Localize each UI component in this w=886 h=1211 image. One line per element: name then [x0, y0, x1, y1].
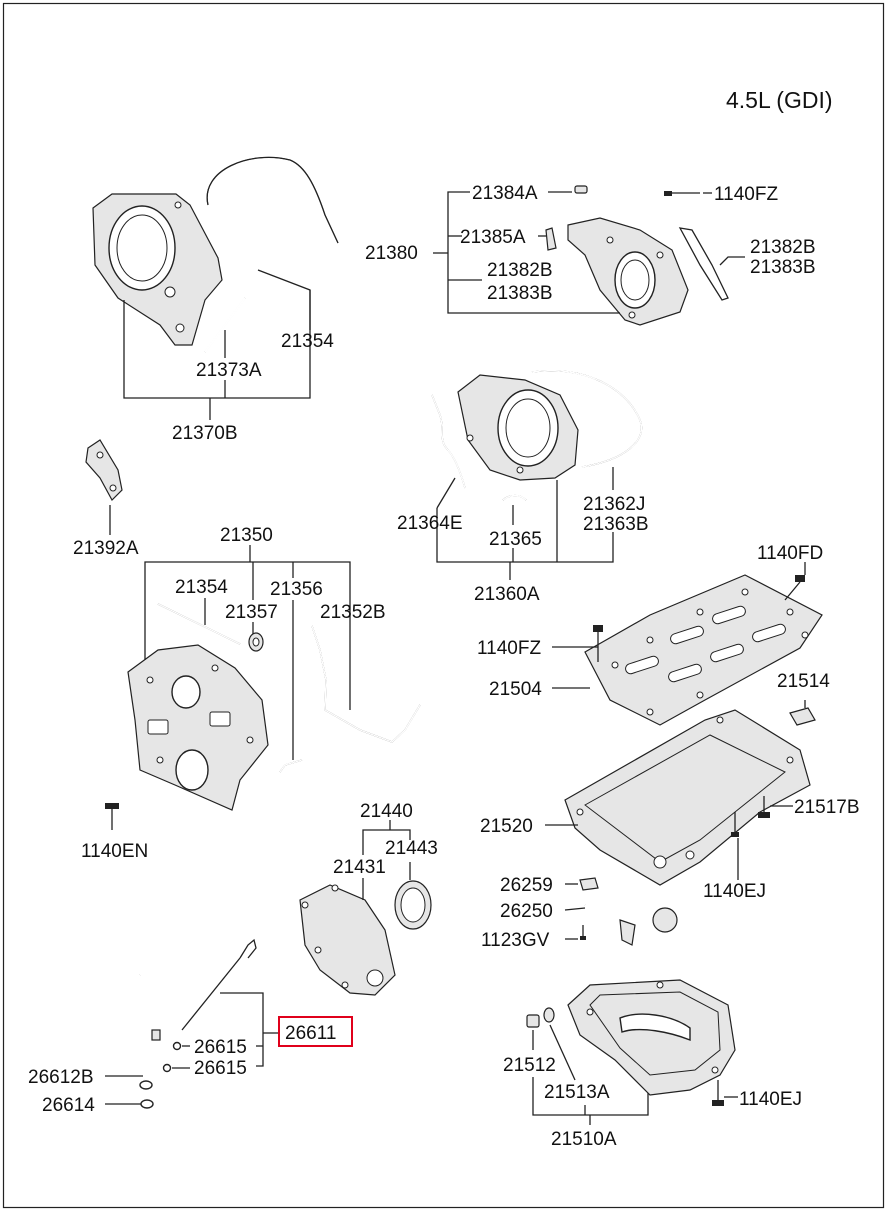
bracket-21392A — [85, 439, 123, 535]
timing-cover-21350 — [127, 644, 269, 811]
bolt-1140EN — [105, 803, 119, 830]
bolt-1140FZ-top — [664, 191, 700, 196]
label-1140FD: 1140FD — [757, 543, 823, 564]
label-21354: 21354 — [175, 577, 228, 598]
pickup-tube-26250 — [584, 903, 678, 946]
leader-lines-21440 — [362, 820, 411, 900]
label-21365: 21365 — [489, 529, 542, 550]
leader-lines-21360A — [436, 467, 614, 580]
label-26614: 26614 — [42, 1095, 95, 1116]
highlight-box-26611[interactable] — [278, 1016, 353, 1047]
label-21354: 21354 — [281, 331, 334, 352]
label-21512: 21512 — [503, 1055, 556, 1076]
tensioner-pin-21384A — [574, 185, 588, 194]
label-21373A: 21373A — [196, 360, 262, 381]
label-26259: 26259 — [500, 875, 553, 896]
rear-cover-21431 — [299, 884, 396, 996]
label-21350: 21350 — [220, 525, 273, 546]
drain-plug-21512 — [526, 1014, 540, 1028]
label-21383B: 21383B — [750, 257, 816, 278]
leader-lines-21350 — [144, 545, 351, 760]
bolt-1140FD — [784, 575, 805, 601]
label-26611[interactable]: 26611 — [285, 1023, 336, 1044]
bracket-21514 — [789, 707, 816, 726]
label-26250: 26250 — [500, 901, 553, 922]
bolt-1140EJ-upper — [731, 812, 739, 837]
baffle-21504 — [584, 574, 823, 726]
label-21392A: 21392A — [73, 538, 139, 559]
label-1140EN: 1140EN — [81, 841, 148, 862]
engine-title: 4.5L (GDI) — [726, 87, 833, 113]
label-21520: 21520 — [480, 816, 533, 837]
gasket-21362J — [531, 369, 643, 468]
gasket-strip-21373A — [204, 297, 246, 353]
label-21440: 21440 — [360, 801, 413, 822]
guide-21382B — [678, 227, 729, 301]
leader-lines-21510A — [532, 1024, 738, 1125]
label-21510A: 21510A — [551, 1129, 617, 1150]
timing-cover-upper-left — [92, 193, 223, 346]
label-21352B: 21352B — [320, 602, 386, 623]
label-21382B: 21382B — [750, 237, 816, 258]
guide-tube-26612B — [122, 973, 161, 1090]
cover-21380 — [567, 217, 689, 326]
gasket-strip-21354 — [206, 156, 339, 244]
label-1123GV: 1123GV — [481, 930, 550, 951]
oring-26614 — [140, 1099, 154, 1109]
label-26612B: 26612B — [28, 1067, 94, 1088]
label-1140FZ: 1140FZ — [477, 638, 541, 659]
bolt-1123GV — [580, 925, 586, 940]
cover-21360A — [457, 374, 579, 481]
leader-lines-21380 — [433, 191, 745, 314]
bolt-21517B — [758, 796, 770, 818]
gasket-21352B — [311, 625, 421, 743]
label-21357: 21357 — [225, 602, 278, 623]
label-1140FZ: 1140FZ — [714, 184, 778, 205]
label-21380: 21380 — [365, 243, 418, 264]
leader-lines-26611 — [105, 992, 278, 1105]
bolt-1140EJ-lower — [712, 1080, 724, 1106]
leader-lines-26250 — [564, 883, 586, 940]
seal-21443 — [394, 880, 432, 930]
label-21383B: 21383B — [487, 283, 553, 304]
label-21514: 21514 — [777, 671, 830, 692]
label-21356: 21356 — [270, 579, 323, 600]
oring-26615 — [162, 1041, 182, 1073]
washer-21357 — [248, 632, 264, 652]
label-26615: 26615 — [194, 1037, 247, 1058]
label-21364E: 21364E — [397, 513, 463, 534]
label-26615: 26615 — [194, 1058, 247, 1079]
hose-21356 — [279, 759, 303, 773]
dipstick-26611 — [181, 938, 257, 1031]
gasket-26259 — [579, 877, 599, 891]
label-21385A: 21385A — [460, 227, 526, 248]
label-21370B: 21370B — [172, 423, 238, 444]
label-1140EJ: 1140EJ — [739, 1089, 802, 1110]
leader-lines-21370B — [123, 269, 311, 420]
label-21443: 21443 — [385, 838, 438, 859]
gasket-21513A — [543, 1007, 555, 1023]
label-21431: 21431 — [333, 857, 386, 878]
leader-lines-oilpan-upper — [545, 562, 806, 880]
label-1140EJ: 1140EJ — [703, 881, 766, 902]
strip-21354-lower — [157, 603, 241, 645]
oil-pan-upper-21520 — [564, 709, 811, 886]
label-21382B: 21382B — [487, 260, 553, 281]
label-21362J: 21362J — [583, 494, 645, 515]
bracket-21385A — [545, 227, 557, 251]
label-21504: 21504 — [489, 679, 542, 700]
label-21513A: 21513A — [544, 1082, 610, 1103]
label-21384A: 21384A — [472, 183, 538, 204]
label-21360A: 21360A — [474, 584, 540, 605]
gasket-21364E — [431, 394, 466, 489]
oil-pan-lower-21510A — [567, 979, 736, 1096]
seal-21365 — [502, 494, 527, 501]
label-21517B: 21517B — [794, 797, 860, 818]
label-21363B: 21363B — [583, 514, 649, 535]
